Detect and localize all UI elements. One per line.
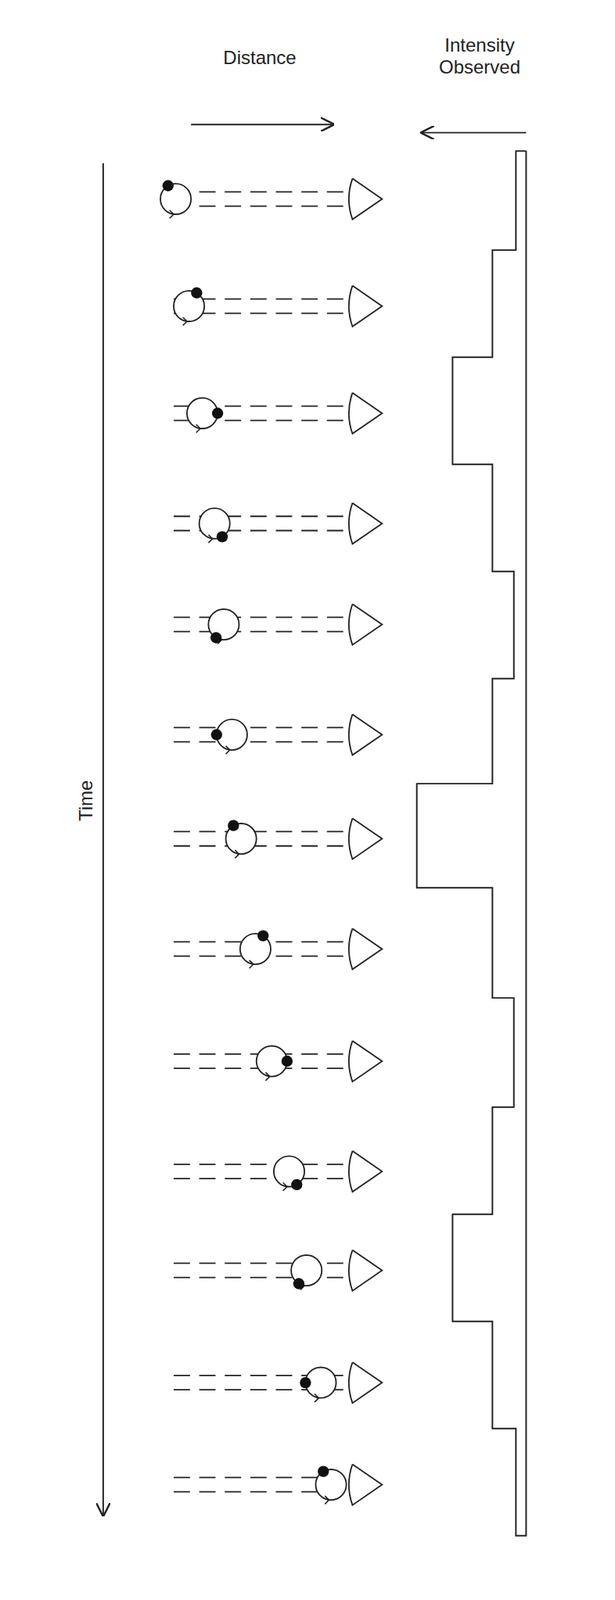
rotation-arrow (208, 535, 213, 544)
light-ray (173, 726, 346, 729)
observer-eye (348, 178, 382, 220)
observer-eye (348, 818, 382, 860)
axis-heading: Intensity Observed (420, 34, 539, 78)
time-arrow (102, 163, 105, 1517)
emitter-dot (190, 287, 202, 299)
observer-eye (348, 1250, 382, 1292)
source-row (173, 392, 382, 434)
rotation-arrow (249, 960, 254, 969)
emitter-dot (162, 179, 174, 191)
emitter-dot (211, 729, 223, 741)
source-row (173, 1041, 382, 1083)
observer-eye (348, 392, 382, 434)
observer-eye (348, 714, 382, 756)
emitter-dot (216, 531, 228, 543)
source-row (173, 1151, 382, 1193)
light-ray (173, 1164, 346, 1166)
rotation-arrow (226, 746, 231, 755)
source-row (173, 604, 382, 645)
rotation-arrow (183, 317, 188, 326)
emitter-dot (210, 632, 222, 644)
light-ray (173, 617, 346, 619)
light-ray (173, 190, 346, 193)
axis-heading: Distance (205, 46, 315, 69)
emitter-dot (227, 820, 239, 831)
light-ray (173, 1178, 346, 1180)
emitter-dot (281, 1056, 293, 1068)
emitter-dot (317, 1466, 329, 1478)
light-ray (173, 831, 346, 834)
axis-label: Time (75, 762, 98, 841)
observer-eye (348, 928, 382, 970)
emitter-dot (212, 407, 223, 419)
source-row (173, 928, 382, 970)
rotation-arrow (196, 424, 201, 433)
source-row (160, 178, 382, 220)
observer-eye (348, 1464, 382, 1506)
light-ray (173, 845, 346, 848)
emitter-dot (257, 930, 269, 942)
source-row (173, 285, 382, 327)
light-ray (173, 530, 346, 533)
light-ray (173, 631, 346, 633)
rotation-arrow (169, 210, 174, 219)
source-row (173, 1464, 382, 1506)
source-row (173, 818, 382, 860)
source-row (173, 1250, 382, 1292)
source-row (173, 1363, 382, 1404)
rotation-arrow (265, 1072, 270, 1081)
observer-eye (348, 503, 382, 544)
emitter-dot (291, 1179, 303, 1191)
observer-eye (348, 1041, 382, 1083)
rotation-arrow (324, 1496, 329, 1505)
light-ray (173, 205, 346, 208)
light-ray (173, 515, 346, 518)
emitter-dot (299, 1377, 311, 1389)
rotation-arrow (314, 1394, 319, 1403)
rotation-arrow (234, 850, 239, 859)
light-ray (173, 741, 346, 744)
distance-arrow (190, 123, 333, 126)
rotation-arrow (283, 1183, 288, 1191)
source-row (173, 503, 382, 544)
observer-eye (348, 1151, 382, 1193)
observer-eye (348, 1363, 382, 1404)
emitter-dot (293, 1278, 305, 1290)
observer-eye (348, 604, 382, 645)
intensity-curve (417, 151, 527, 1537)
source-row (173, 714, 382, 756)
rows (160, 178, 382, 1506)
observer-eye (348, 285, 382, 327)
intensity-arrow (421, 132, 526, 134)
